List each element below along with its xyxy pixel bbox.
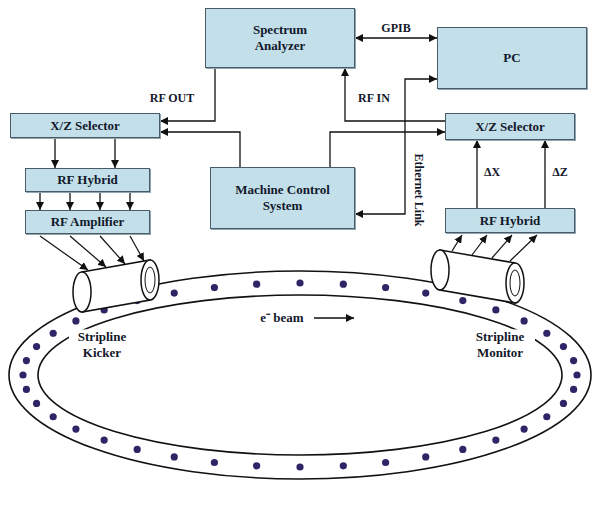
connector [345,68,445,121]
bunch-dot [459,446,466,453]
beam-direction-arrow [314,317,354,318]
feed-line [40,236,88,270]
part-name: Stripline Monitor [465,329,535,360]
bunch-dot [19,371,26,378]
bunch-dot [520,425,527,432]
bunch-dot [570,357,577,364]
connector [114,138,115,168]
pickup-line [510,235,537,261]
connector [129,192,130,210]
kicker-end [73,272,91,312]
part-name: Stripline Kicker [69,329,135,360]
connector [476,140,477,208]
bunch-dot [459,297,466,304]
bunch-dot [296,279,303,286]
beam-label: e⁻ beam [258,310,305,326]
bunch-dot [422,289,429,296]
signal-label: RF IN [356,91,392,105]
signal-label: ΔZ [550,165,570,179]
bunch-dot [520,317,527,324]
bunch-dot [33,400,40,407]
bunch-dot [101,436,108,443]
control-box: Machine Control System [210,167,355,229]
bunch-dot [171,289,178,296]
pickup-line [472,235,487,255]
bunch-dot [340,281,347,288]
feed-line [100,236,125,264]
selector-box: X/Z Selector [10,113,160,138]
selector-box: X/Z Selector [445,113,575,140]
signal-label: GPIB [379,21,412,35]
bunch-dot [50,413,57,420]
bunch-dot [296,463,303,470]
pickup-line [452,235,462,251]
bunch-dot [382,284,389,291]
bunch-dot [171,453,178,460]
connector [69,192,70,210]
bunch-dot [253,281,260,288]
box-label: RF Hybrid [480,213,541,229]
stripline-monitor-symbol [431,250,524,303]
kicker-end [141,260,159,300]
monitor-end [506,263,524,303]
bunch-dot [560,343,567,350]
bunch-dot [543,413,550,420]
box-label: Spectrum Analyzer [235,22,325,53]
bunch-dot [340,462,347,469]
connector [99,192,100,210]
box-label: Machine Control System [233,182,333,213]
connector [330,132,445,167]
bunch-dot [570,386,577,393]
feed-line [70,236,106,267]
monitor-end [431,250,449,290]
kicker-bore [145,267,155,293]
connector [355,37,437,38]
kicker-tube [82,260,150,312]
signal-label: RF OUT [148,91,197,105]
bunch-dot [23,386,30,393]
bunch-dot [50,330,57,337]
bunch-dot [134,446,141,453]
ring-inner [38,295,562,455]
monitor-tube [440,250,515,303]
box-label: PC [503,50,520,66]
bunch-dot [72,425,79,432]
feed-line [130,236,144,261]
connector [39,192,40,210]
bunch-dot [33,343,40,350]
connector [54,138,55,168]
box-label: RF Amplifier [51,214,125,230]
bunch-dot [211,284,218,291]
bunch-dot [382,459,389,466]
monitor-bore [510,270,520,296]
hybrid-box: RF Hybrid [25,168,150,192]
computer-box: PC [437,27,587,89]
bunch-dot [560,400,567,407]
bunch-dot [253,462,260,469]
kicker-feeds [40,236,144,270]
bunch-dot [422,453,429,460]
bunch-dot [23,357,30,364]
bunch-dot [492,306,499,313]
bunch-dot [543,330,550,337]
box-label: X/Z Selector [475,119,545,135]
monitor-pickups [452,235,537,261]
amplifier-box: RF Amplifier [25,210,150,234]
bunch-dot [492,436,499,443]
instrument-box: Spectrum Analyzer [205,8,355,68]
bunch-dot [72,317,79,324]
bunch-dot [211,459,218,466]
signal-label: Ethernet Link [412,151,426,228]
hybrid-box: RF Hybrid [445,208,575,233]
box-label: RF Hybrid [57,172,118,188]
connector [160,132,240,167]
connector [544,140,545,208]
box-label: X/Z Selector [50,118,120,134]
pickup-line [492,235,512,258]
signal-label: ΔX [482,165,502,179]
bunch-dot [573,371,580,378]
